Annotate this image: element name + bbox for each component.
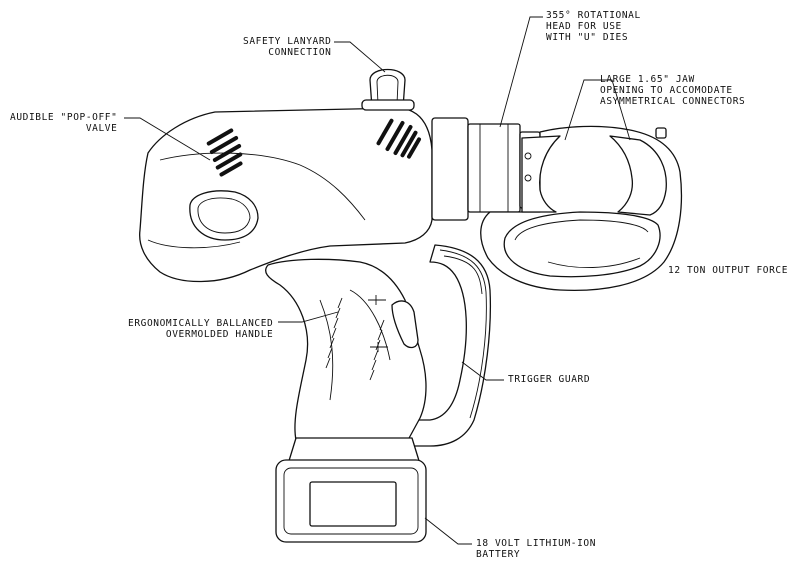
callout-trigger-guard: TRIGGER GUARD bbox=[508, 374, 590, 385]
battery-pack bbox=[275, 437, 427, 543]
callout-text: 18 VOLT LITHIUM-ION bbox=[476, 538, 597, 549]
trigger bbox=[391, 300, 419, 349]
callout-text: TRIGGER GUARD bbox=[508, 374, 591, 385]
callout-text: ERGONOMICALLY BALLANCED bbox=[128, 318, 274, 329]
callout-output-force: 12 TON OUTPUT FORCE bbox=[668, 265, 788, 276]
callout-text: LARGE 1.65" JAW bbox=[600, 74, 695, 85]
callout-text: OVERMOLDED HANDLE bbox=[165, 329, 274, 340]
callout-text: OPENING TO ACCOMODATE bbox=[600, 85, 733, 96]
handle bbox=[265, 258, 427, 441]
lanyard-ring bbox=[361, 68, 415, 111]
callout-text: ASYMMETRICAL CONNECTORS bbox=[600, 96, 746, 107]
callout-handle: ERGONOMICALLY BALLANCED OVERMOLDED HANDL… bbox=[128, 318, 273, 340]
callout-rotational-head: 355° ROTATIONAL HEAD FOR USE WITH "U" DI… bbox=[546, 10, 641, 43]
callout-text: HEAD FOR USE bbox=[546, 21, 622, 32]
leader-lines bbox=[124, 16, 631, 545]
tool-housing bbox=[139, 107, 433, 283]
callout-text: 12 TON OUTPUT FORCE bbox=[668, 265, 789, 276]
callout-text: 355° ROTATIONAL bbox=[546, 10, 641, 21]
housing-vents bbox=[206, 118, 421, 177]
callout-text: WITH "U" DIES bbox=[546, 32, 629, 43]
callout-large-jaw: LARGE 1.65" JAW OPENING TO ACCOMODATE AS… bbox=[600, 74, 745, 107]
callout-text: BATTERY bbox=[476, 549, 521, 560]
callout-battery: 18 VOLT LITHIUM-ION BATTERY bbox=[476, 538, 596, 560]
callout-text: CONNECTION bbox=[268, 47, 332, 58]
callout-text: AUDIBLE "POP-OFF" bbox=[10, 112, 118, 123]
callout-popoff-valve: AUDIBLE "POP-OFF" VALVE bbox=[10, 112, 117, 134]
callout-text: SAFETY LANYARD bbox=[243, 36, 332, 47]
direction-arrows bbox=[368, 295, 388, 352]
callout-safety-lanyard: SAFETY LANYARD CONNECTION bbox=[243, 36, 331, 58]
callout-text: VALVE bbox=[85, 123, 118, 134]
